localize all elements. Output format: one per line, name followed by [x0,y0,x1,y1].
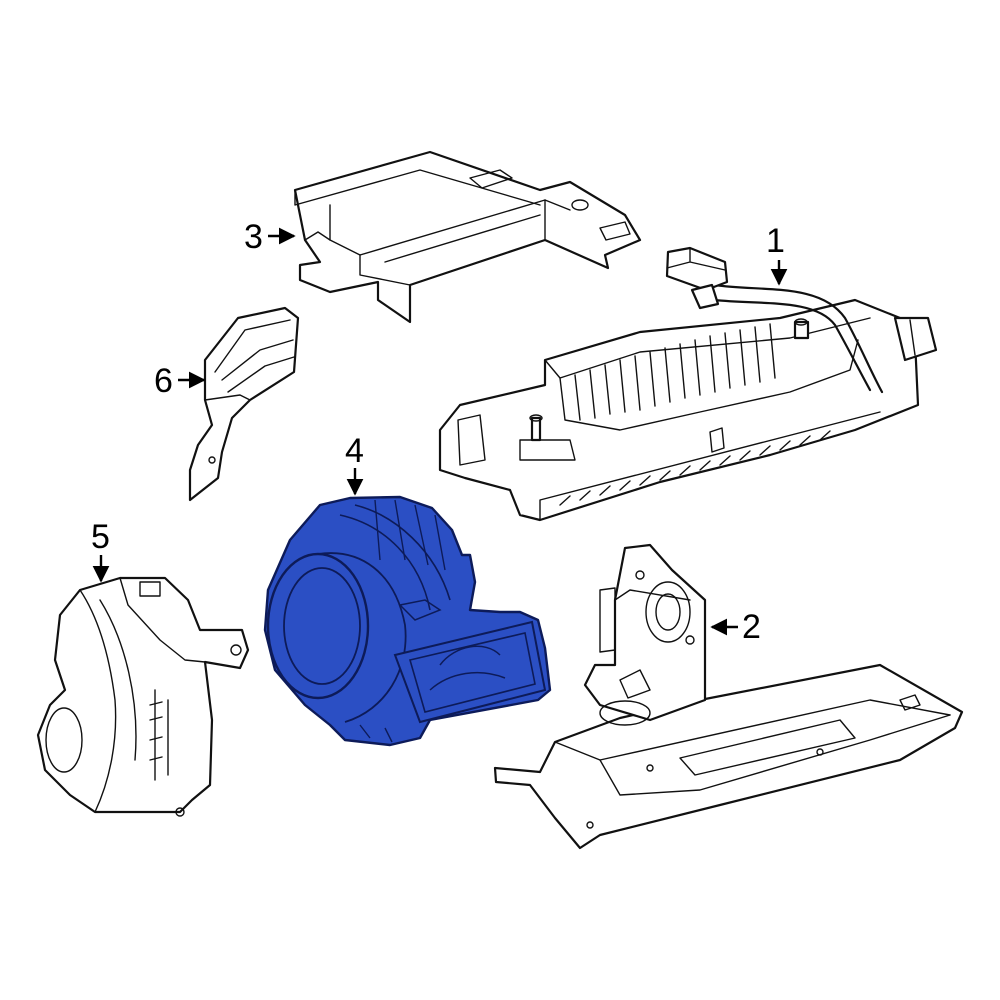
part-2-tray[interactable] [493,543,964,850]
part-4-highlighted-unit[interactable] [263,495,552,747]
callout-6: 6 [154,362,206,400]
callout-label-2: 2 [742,608,761,646]
part-1-charger-module[interactable] [438,246,938,522]
callout-5: 5 [91,518,110,583]
part-6-bracket[interactable] [188,306,300,502]
callout-2: 2 [710,608,761,646]
callout-label-4: 4 [345,432,364,470]
callout-label-6: 6 [154,362,173,400]
callout-label-1: 1 [766,222,785,260]
callout-1: 1 [766,222,788,286]
callout-label-5: 5 [91,518,110,556]
part-3-cover[interactable] [293,150,642,324]
part-5-housing[interactable] [36,576,250,817]
callout-label-3: 3 [244,218,263,256]
callout-3: 3 [244,218,296,256]
callout-4: 4 [345,432,364,496]
